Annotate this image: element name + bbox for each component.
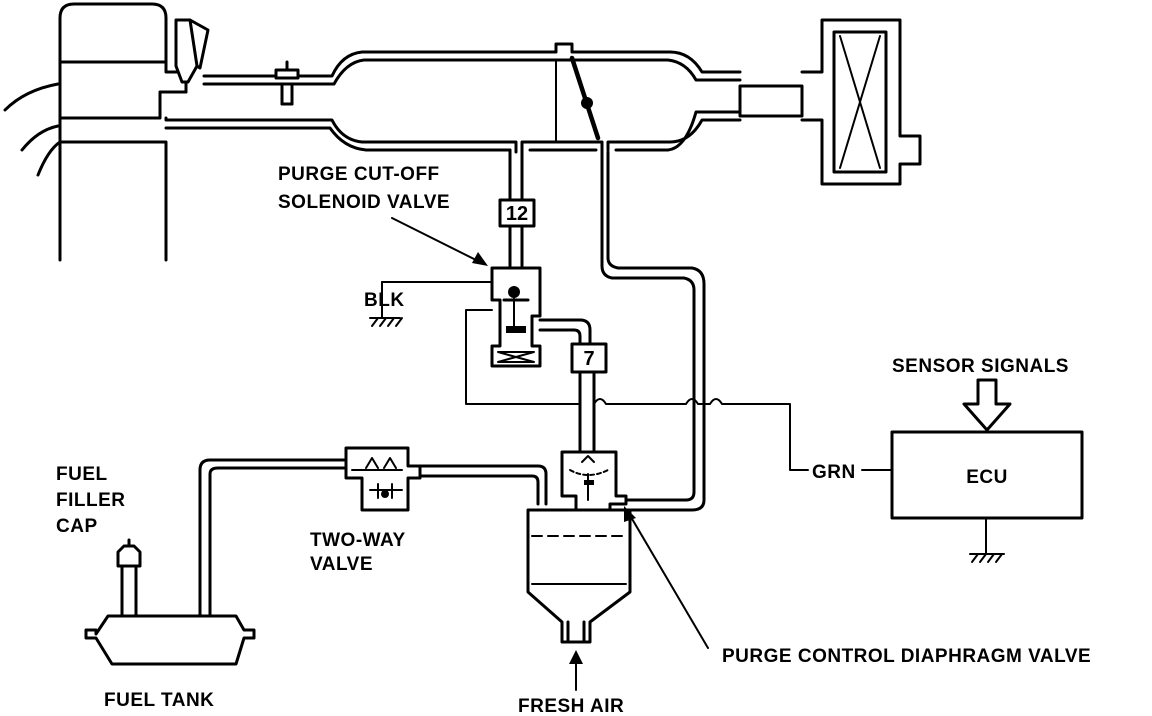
air-cleaner (738, 18, 922, 186)
label-purge-control: PURGE CONTROL DIAPHRAGM VALVE (722, 646, 1091, 667)
hose-7-number: 7 (583, 348, 594, 370)
label-sensor-signals: SENSOR SIGNALS (892, 356, 1069, 377)
charcoal-canister (526, 508, 632, 644)
hose-12-number: 12 (506, 203, 528, 225)
two-way-valve (344, 446, 422, 512)
leader-arrows (391, 217, 709, 691)
label-fuel-filler-2: FILLER (56, 490, 126, 511)
intake-duct-throttle-body (164, 42, 742, 154)
label-two-way-2: VALVE (310, 554, 373, 575)
label-purge-cutoff-1: PURGE CUT-OFF (278, 164, 440, 185)
label-fuel-filler-3: CAP (56, 516, 98, 537)
label-blk: BLK (364, 290, 405, 311)
label-fuel-filler-1: FUEL (56, 464, 108, 485)
label-purge-cutoff-2: SOLENOID VALVE (278, 192, 450, 213)
purge-control-diaphragm-valve (560, 450, 628, 512)
hose-tank-to-two-way (198, 458, 348, 618)
sensor-signals-arrow (962, 378, 1012, 432)
hose-two-way-to-canister (418, 464, 548, 506)
grn-wire (593, 398, 893, 471)
hose-12-tag (498, 198, 536, 228)
hose-7 (538, 318, 596, 454)
label-fuel-tank: FUEL TANK (104, 690, 214, 711)
ecu-unit (890, 378, 1084, 563)
engine-intake-manifold (3, 2, 210, 262)
purge-cutoff-solenoid-valve (369, 266, 579, 405)
label-ecu: ECU (966, 467, 1008, 488)
hose-7-tag (570, 342, 608, 374)
fuel-filler-cap (116, 544, 142, 568)
hose-12 (508, 148, 524, 268)
hose-throttle-to-purge-valve (600, 150, 706, 512)
label-two-way-1: TWO-WAY (310, 530, 406, 551)
label-grn: GRN (812, 462, 856, 483)
label-fresh-air: FRESH AIR (518, 696, 624, 716)
ecu-box (890, 430, 1084, 520)
fuel-tank (84, 538, 256, 666)
